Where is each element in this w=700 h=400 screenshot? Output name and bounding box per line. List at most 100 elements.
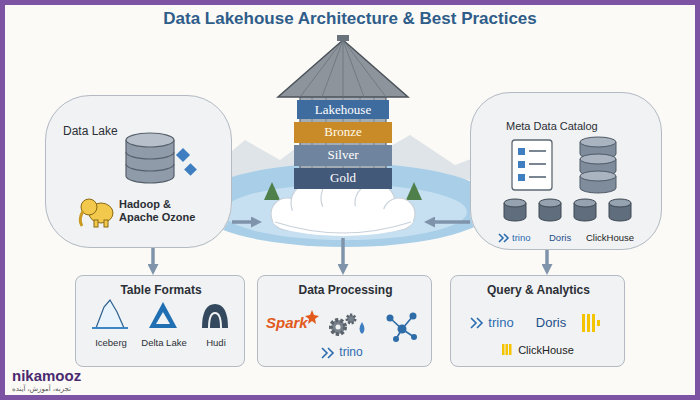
- lakehouse-building: LakehouseBronzeSilverGold: [262, 42, 424, 238]
- iceberg-icon-part: [92, 327, 128, 329]
- building-part: [337, 35, 349, 41]
- data-processing-panel: Data ProcessingSpark trino: [257, 275, 432, 367]
- tool-name: trino: [512, 233, 530, 244]
- gears-icon: [331, 315, 365, 334]
- layer-label: Gold: [330, 171, 356, 186]
- flow-arrow: [151, 248, 155, 269]
- panel-fill-part: [75, 275, 245, 367]
- tool-name: trino: [488, 316, 513, 331]
- trees-part: [264, 182, 280, 200]
- cloud-part: [273, 206, 413, 236]
- tool-name: Delta Lake: [141, 338, 186, 349]
- panel-heading: Data Lake: [63, 125, 118, 139]
- panel-heading: Data Processing: [298, 284, 392, 298]
- layer-label: Silver: [327, 148, 358, 163]
- metadata-catalog-panel: Meta Data Catalog trino Doris ClickHouse: [470, 92, 662, 250]
- panel-heading: Meta Data Catalog: [506, 120, 598, 133]
- panel-fill-part: [257, 275, 432, 367]
- delta-lake-icon: [149, 302, 177, 328]
- database-stack-part: [580, 154, 616, 164]
- delta-lake-icon-part: [156, 312, 170, 324]
- clickhouse-bars-part: [592, 314, 595, 332]
- catalog-checklist-part: [518, 148, 525, 155]
- lake-water: [193, 163, 497, 247]
- catalog-checklist-part: [518, 174, 525, 181]
- database-icon-part: [126, 133, 174, 147]
- database-icon-part: [126, 152, 174, 171]
- clickhouse-bars-part: [597, 320, 600, 326]
- database-stack: [580, 137, 616, 193]
- diagram-title: Data Lakehouse Architecture & Best Pract…: [163, 9, 537, 29]
- cloud-part: [275, 222, 411, 233]
- catalog-checklist: [512, 140, 552, 190]
- catalog-checklist-part: [518, 161, 525, 168]
- network-icon-part: [410, 313, 417, 320]
- trino-chevrons-part: [471, 318, 482, 328]
- data-blocks: [176, 148, 197, 176]
- query-analytics-panel: Query & AnalyticstrinoDorisClickHouse: [450, 275, 625, 367]
- panel-fill-part: [450, 275, 625, 367]
- gold-layer: Gold: [294, 168, 392, 189]
- database-stack-part: [580, 171, 616, 181]
- tool-name: Iceberg: [95, 338, 127, 349]
- clickhouse-bars-part: [506, 344, 509, 355]
- clickhouse-bars-part: [502, 344, 505, 355]
- logo-tagline: تجربه، آموزش، آینده: [12, 385, 71, 393]
- hadoop-elephant-part: [80, 211, 83, 226]
- silver-layer: Silver: [294, 145, 392, 166]
- panel-heading: Table Formats: [120, 284, 201, 298]
- small-databases: [504, 199, 631, 221]
- panel-heading: Query & Analytics: [487, 284, 590, 298]
- flow-arrow: [341, 238, 345, 269]
- database-stack-part: [580, 137, 616, 147]
- panel-fill: [45, 92, 662, 367]
- layer-label: Lakehouse: [297, 100, 389, 119]
- small-databases-part: [609, 199, 631, 207]
- building: [278, 35, 408, 190]
- gears-icon-part: [336, 325, 341, 330]
- tool-name: ClickHouse: [518, 344, 574, 357]
- data-blocks-part: [184, 163, 197, 176]
- network-icon-part: [387, 315, 394, 322]
- gears-icon-part: [360, 322, 365, 334]
- trino-chevrons-part: [499, 234, 508, 242]
- paper: [5, 5, 695, 395]
- database-icon: [126, 133, 174, 183]
- tool-name: Hudi: [206, 338, 226, 349]
- lake-water-part: [193, 163, 497, 247]
- clickhouse-bars-part: [509, 344, 512, 355]
- gears-icon-part: [347, 315, 355, 323]
- flow-arrow: [545, 250, 549, 269]
- small-databases-part: [539, 199, 561, 207]
- tool-name: Spark: [266, 314, 308, 331]
- flow-arrow: [430, 220, 470, 224]
- tool-name: ClickHouse: [586, 233, 634, 244]
- small-databases-part: [504, 199, 526, 207]
- hadoop-elephant: [80, 199, 113, 227]
- panel-fill-part: [470, 92, 662, 250]
- table-formats-panel: Table FormatsIceberg Delta Lake Hudi: [75, 275, 245, 367]
- storage-name: Hadoop & Apache Ozone: [119, 198, 203, 223]
- hudi-icon-part: [202, 304, 228, 328]
- data-lake-panel: Data LakeHadoop & Apache Ozone: [45, 95, 232, 248]
- network-icon-part: [398, 325, 407, 334]
- tool-name: Doris: [549, 233, 571, 244]
- hudi-icon-part: [209, 313, 221, 328]
- hadoop-elephant-part: [104, 220, 108, 227]
- flow-arrow: [232, 220, 256, 224]
- logo-wordmark: nikamooz: [12, 367, 81, 384]
- panel-fill-part: [45, 95, 232, 248]
- clickhouse-bars-part: [587, 314, 590, 332]
- network-icon-part: [411, 334, 417, 340]
- tool-name: trino: [339, 346, 362, 360]
- hudi-icon: [202, 304, 228, 328]
- small-databases-part: [574, 199, 596, 207]
- iceberg-icon-part: [96, 300, 124, 328]
- network-icon-part: [390, 316, 414, 339]
- layer-label: Bronze: [324, 125, 362, 140]
- catalog-checklist-part: [512, 140, 552, 190]
- building-part: [278, 40, 408, 97]
- data-blocks-part: [176, 148, 190, 162]
